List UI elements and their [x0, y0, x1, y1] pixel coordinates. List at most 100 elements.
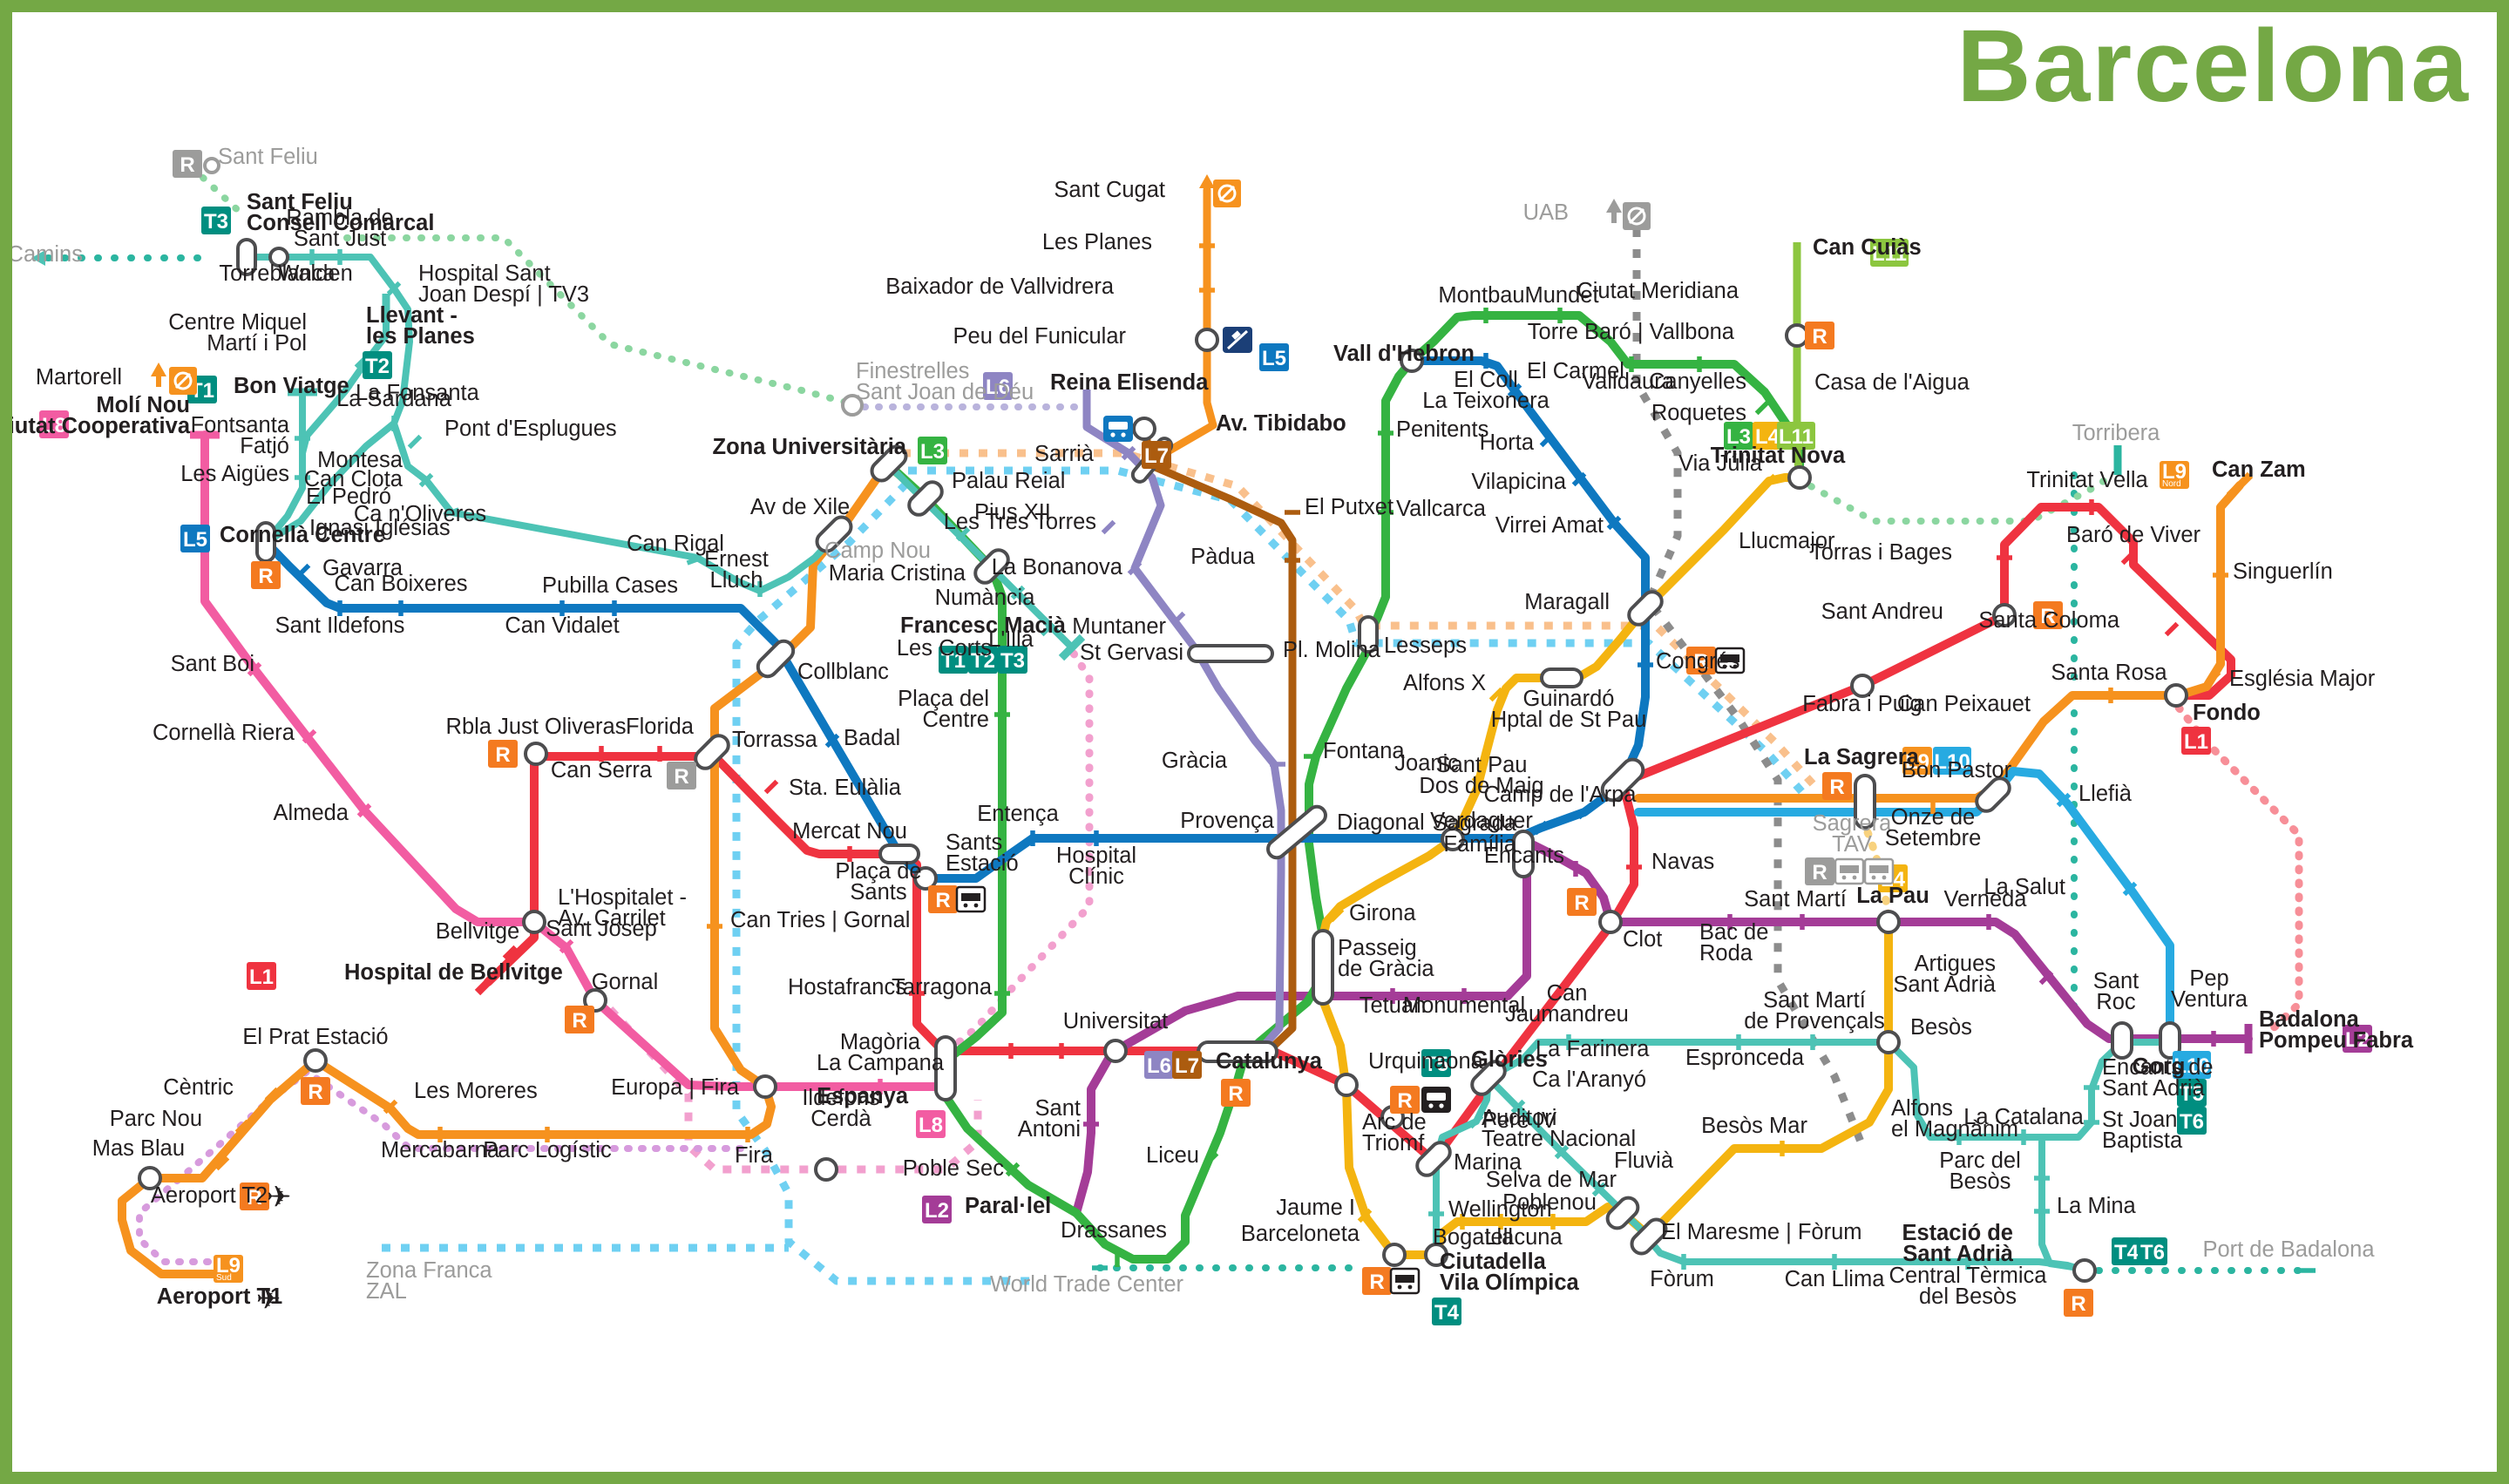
line-badge-label: R	[1228, 1082, 1243, 1106]
station-label: Hostafrancs	[788, 975, 906, 999]
line-badge	[2033, 601, 2063, 629]
page-title: Barcelona	[1956, 9, 2470, 124]
station-tick	[1718, 522, 1733, 538]
station-tick	[1754, 400, 1770, 416]
station-tick	[1329, 907, 1345, 923]
station-label: Pius XII	[974, 500, 1051, 525]
line-badge-label: R	[674, 765, 688, 789]
station-label: Santa Coloma	[1978, 608, 2119, 633]
interchange-marker	[1512, 830, 1535, 878]
interchange-marker	[753, 1074, 777, 1099]
station-tick	[1554, 1144, 1570, 1160]
fgc-logo-icon	[174, 372, 192, 390]
station-label: Clot	[1623, 927, 1662, 952]
station-label: Lesseps	[1384, 634, 1467, 658]
interchange-marker	[1312, 929, 1334, 1006]
line-badge	[180, 525, 210, 552]
line-FGC	[1143, 186, 1217, 468]
station-label: La Farinera	[1536, 1037, 1650, 1061]
interchange-marker	[1132, 417, 1156, 441]
line-badge-label: T1	[941, 649, 966, 673]
line-badge	[1144, 1051, 1174, 1079]
interchange-marker	[815, 515, 853, 553]
train-icon	[1852, 875, 1857, 880]
line-badge-label: R	[247, 1186, 261, 1210]
line-badge-label: L9	[1905, 750, 1929, 774]
station-tick	[407, 434, 423, 450]
station-label: Sarrià	[1034, 442, 1095, 466]
terminus-tick	[1058, 634, 1086, 661]
station-label: Walden	[278, 261, 353, 286]
station-tick	[2164, 621, 2180, 637]
station-label: El Pedró	[306, 485, 391, 509]
line-badge-label: L10	[1934, 750, 1970, 774]
line-badge	[565, 1006, 594, 1033]
interchange-marker	[2164, 683, 2188, 708]
line-badge-label: R	[572, 1009, 587, 1033]
interchange-marker	[1627, 590, 1664, 627]
station-label: Joanic	[1394, 751, 1459, 776]
station-label: L'Illa	[988, 627, 1034, 652]
station-tick	[1539, 432, 1555, 448]
bus-icon	[1110, 432, 1115, 437]
line-badge-label: T2	[971, 649, 995, 673]
line-badge-label: L9	[216, 1254, 241, 1277]
line-T-east1	[1433, 1074, 1492, 1258]
future-line	[732, 480, 1037, 1285]
station-label: Bogatell	[1433, 1225, 1513, 1250]
line-badge	[1777, 422, 1815, 450]
station-label: Llevant -les Planes	[366, 303, 475, 349]
station-label: Vallcarca	[1396, 497, 1487, 521]
line-badge-sub: Sud	[216, 1273, 232, 1283]
interchange-marker	[1785, 323, 1809, 348]
station-label: Trinitat Nova	[1711, 444, 1846, 468]
line-badge	[1172, 1051, 1202, 1079]
station-label: Girona	[1349, 901, 1416, 925]
line-badge-label: L7	[1175, 1054, 1199, 1078]
station-label: Torribera	[2072, 421, 2160, 445]
line-badge-label: L3	[1726, 425, 1751, 449]
train-icon	[1882, 875, 1887, 880]
fgc-logo-icon	[1218, 185, 1236, 202]
line-badge-label: L11	[1779, 425, 1814, 449]
interchange-marker	[2111, 1021, 2133, 1060]
station-label: Can Tries | Gornal	[730, 908, 910, 932]
station-label: Via Júlia	[1678, 451, 1763, 476]
interchange-marker	[524, 742, 548, 766]
station-label: Av de Xile	[750, 495, 850, 519]
station-label: Pàdua	[1190, 545, 1256, 569]
interchange-marker	[1605, 1196, 1640, 1230]
station-label: El Putxet	[1305, 495, 1394, 519]
station-label: Maragall	[1524, 590, 1610, 614]
interchange-marker	[756, 639, 796, 679]
line-badge	[1870, 239, 1909, 267]
station-tick	[264, 1087, 280, 1102]
train-icon	[1720, 654, 1739, 662]
terminus-tick	[2226, 471, 2254, 499]
station-tick	[2038, 970, 2054, 986]
station-label: El Maresme | Fòrum	[1661, 1220, 1862, 1244]
interchange-marker	[1266, 804, 1327, 860]
future-line	[607, 1006, 982, 1174]
interchange-marker	[913, 866, 938, 891]
station-label: Can Cuiàs	[1813, 235, 1922, 260]
interchange-marker	[1424, 1243, 1448, 1267]
station-label: Ca l'Aranyó	[1532, 1067, 1646, 1092]
station-tick	[1468, 1114, 1484, 1129]
station-tick	[1510, 1099, 1526, 1115]
station-label: Camp de l'Arpa	[1484, 783, 1638, 807]
line-badge-label: L1	[249, 966, 274, 989]
station-label: Llefià	[2078, 782, 2133, 806]
line-badge	[247, 962, 276, 990]
interchange-marker	[268, 247, 289, 268]
